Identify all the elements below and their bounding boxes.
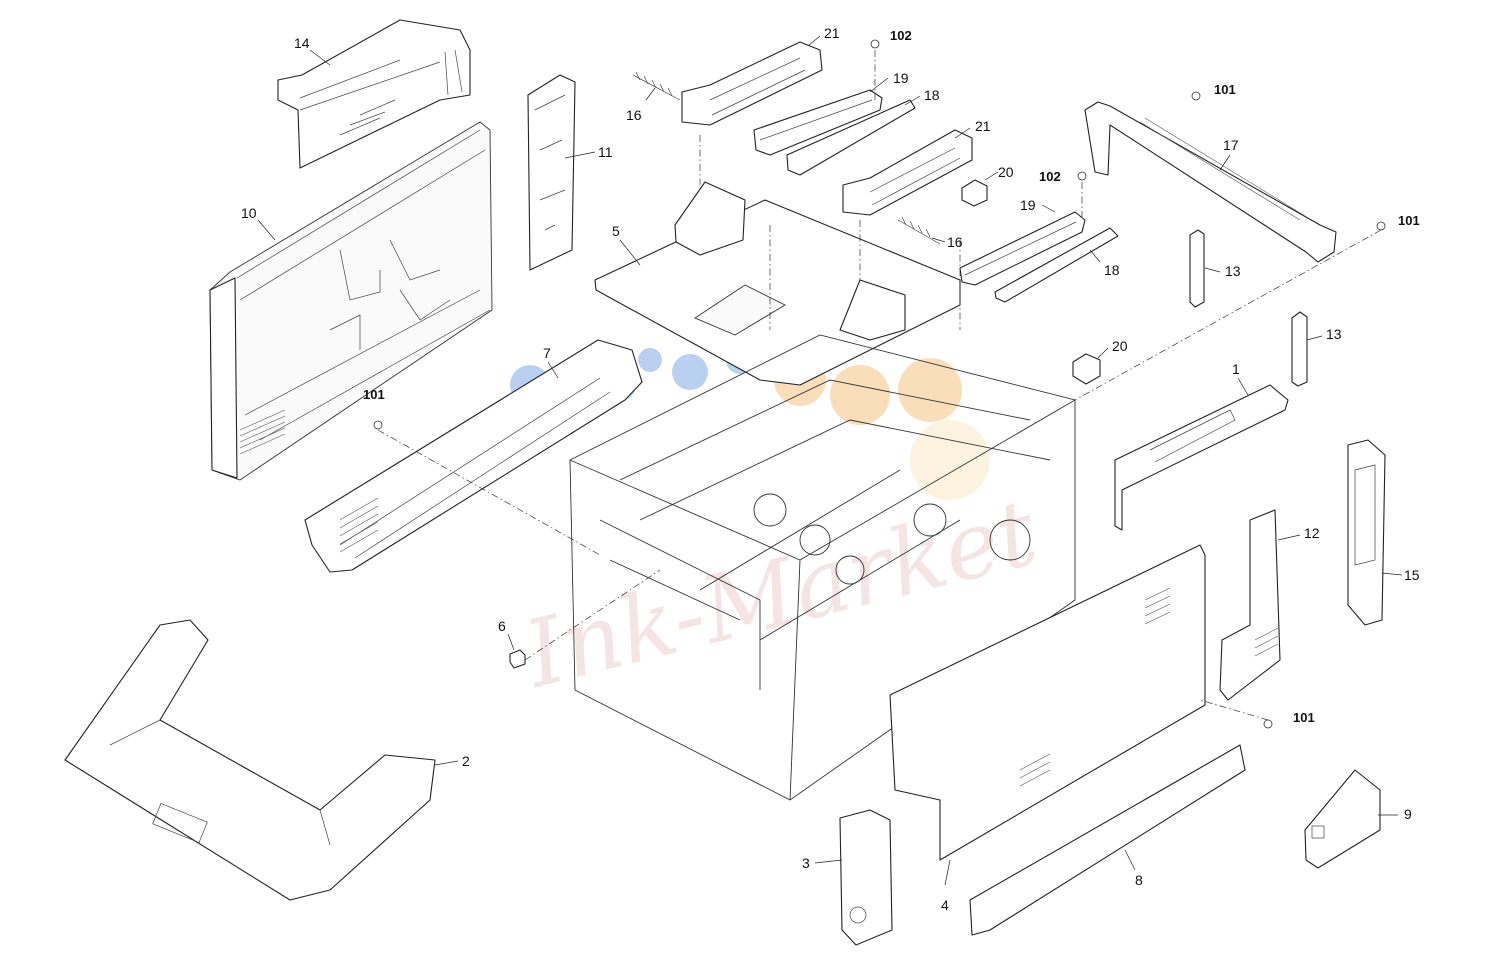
part-3-front-corner-cover bbox=[839, 809, 893, 946]
callout-101-left: 101 bbox=[363, 387, 385, 402]
callout-7: 7 bbox=[543, 345, 551, 361]
part-15-right-handle-cover bbox=[1347, 439, 1386, 626]
part-19-rail-lower bbox=[959, 211, 1086, 286]
part-6-small-spacer bbox=[509, 649, 526, 669]
callout-6: 6 bbox=[498, 618, 506, 634]
callout-102-lower: 102 bbox=[1039, 169, 1061, 184]
leader-lines bbox=[257, 35, 1403, 886]
screw-101-left bbox=[373, 420, 383, 430]
screw-102-upper bbox=[870, 39, 880, 49]
part-9-small-right-cover bbox=[1304, 769, 1381, 869]
callout-19-lower: 19 bbox=[1020, 197, 1036, 213]
callout-14: 14 bbox=[294, 35, 310, 51]
part-14-rear-upper-cover bbox=[277, 19, 471, 169]
callout-17: 17 bbox=[1223, 137, 1239, 153]
callout-1: 1 bbox=[1232, 361, 1240, 377]
callout-8: 8 bbox=[1135, 872, 1143, 888]
screw-101-right bbox=[1376, 221, 1386, 231]
main-chassis bbox=[569, 334, 1076, 801]
part-2-front-bezel-frame bbox=[64, 619, 436, 901]
part-7-left-side-cover bbox=[304, 339, 643, 573]
callout-21-lower: 21 bbox=[975, 118, 991, 134]
callout-13-lower: 13 bbox=[1326, 326, 1342, 342]
callout-12: 12 bbox=[1304, 525, 1320, 541]
callout-21-upper: 21 bbox=[824, 25, 840, 41]
part-13-latch-upper bbox=[1189, 229, 1205, 308]
callout-16-upper: 16 bbox=[626, 107, 642, 123]
part-19-rail-upper bbox=[753, 89, 883, 156]
callout-15: 15 bbox=[1404, 567, 1420, 583]
callout-16-lower: 16 bbox=[947, 234, 963, 250]
callout-13-upper: 13 bbox=[1225, 263, 1241, 279]
callout-10: 10 bbox=[241, 205, 257, 221]
callout-20-upper: 20 bbox=[998, 164, 1014, 180]
part-5-top-cover bbox=[594, 181, 961, 386]
part-17-upper-right-rail bbox=[1084, 101, 1337, 263]
part-18-rail-upper bbox=[786, 99, 916, 176]
part-12-rear-right-cover bbox=[1219, 509, 1281, 701]
callout-2: 2 bbox=[462, 753, 470, 769]
callout-9: 9 bbox=[1404, 806, 1412, 822]
callout-labels: 14 10 11 16 21 102 19 18 21 20 102 19 16… bbox=[241, 25, 1420, 913]
part-13-latch-lower bbox=[1291, 311, 1308, 387]
callout-11: 11 bbox=[598, 144, 613, 160]
callout-101-top: 101 bbox=[1214, 82, 1236, 97]
callout-20-lower: 20 bbox=[1112, 338, 1128, 354]
part-8-lower-front-rail bbox=[969, 744, 1246, 936]
part-20-block-lower bbox=[1072, 353, 1101, 385]
callout-101-right: 101 bbox=[1398, 213, 1420, 228]
screw-101-top bbox=[1191, 91, 1201, 101]
callout-19-upper: 19 bbox=[893, 70, 909, 86]
callout-18-upper: 18 bbox=[924, 87, 940, 103]
part-1-right-inner-panel bbox=[1114, 384, 1289, 531]
callout-101-bottom: 101 bbox=[1293, 710, 1315, 725]
callout-18-lower: 18 bbox=[1104, 262, 1120, 278]
part-21-guide-bracket-upper bbox=[681, 41, 823, 126]
callout-4: 4 bbox=[941, 897, 949, 913]
alignment-lines bbox=[377, 50, 1382, 721]
part-16-spring-upper bbox=[632, 71, 681, 101]
part-18-rail-lower bbox=[994, 227, 1119, 303]
callout-3: 3 bbox=[802, 855, 810, 871]
part-4-front-door bbox=[889, 544, 1206, 861]
part-21-guide-bracket-lower bbox=[842, 129, 973, 216]
part-11-side-rail-cover bbox=[527, 74, 576, 271]
screw-101-bottom bbox=[1263, 719, 1273, 729]
part-10-left-cover-frame bbox=[209, 121, 493, 481]
part-16-spring-lower bbox=[897, 216, 941, 245]
callout-5: 5 bbox=[612, 223, 620, 239]
part-20-block-upper bbox=[961, 179, 988, 207]
screw-102-lower bbox=[1077, 171, 1087, 181]
callout-102-upper: 102 bbox=[890, 28, 912, 43]
